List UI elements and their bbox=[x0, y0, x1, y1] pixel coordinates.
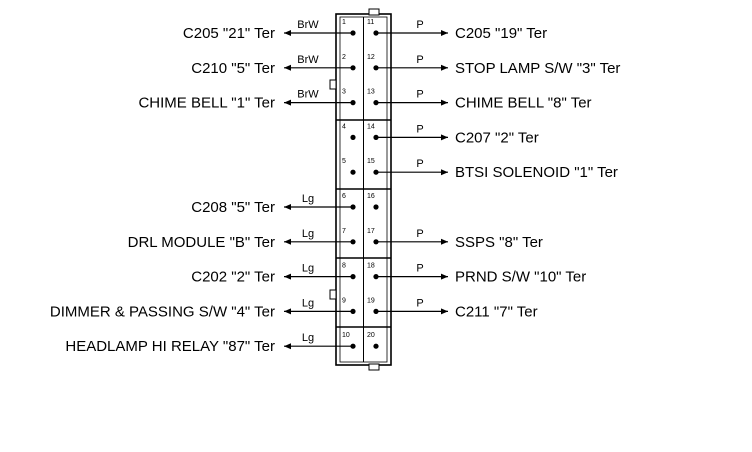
pin-number: 7 bbox=[342, 228, 346, 235]
wire-color-label: P bbox=[416, 123, 423, 135]
circuit-destination-label: SSPS "8" Ter bbox=[455, 234, 543, 251]
circuit-destination-label: BTSI SOLENOID "1" Ter bbox=[455, 164, 618, 181]
pin-number: 2 bbox=[342, 54, 346, 61]
wire-color-label: P bbox=[416, 228, 423, 240]
wire-color-label: Lg bbox=[302, 297, 314, 309]
circuit-destination-label: DRL MODULE "B" Ter bbox=[128, 234, 275, 251]
pin-number: 8 bbox=[342, 263, 346, 270]
wire-color-label: P bbox=[416, 89, 423, 101]
wire-color-label: P bbox=[416, 19, 423, 31]
circuit-destination-label: CHIME BELL "1" Ter bbox=[138, 95, 275, 112]
pin-number: 6 bbox=[342, 193, 346, 200]
circuit-destination-label: C208 "5" Ter bbox=[191, 199, 275, 216]
circuit-destination-label: HEADLAMP HI RELAY "87" Ter bbox=[65, 338, 275, 355]
terminal-post bbox=[350, 169, 356, 175]
pin-number: 20 bbox=[367, 332, 375, 339]
terminal-post bbox=[373, 343, 379, 349]
wire-color-label: BrW bbox=[297, 89, 319, 101]
pin-number: 15 bbox=[367, 158, 375, 165]
wire-color-label: Lg bbox=[302, 332, 314, 344]
circuit-destination-label: CHIME BELL "8" Ter bbox=[455, 95, 592, 112]
wire-color-label: P bbox=[416, 54, 423, 66]
circuit-destination-label: C210 "5" Ter bbox=[191, 60, 275, 77]
connector-body bbox=[329, 8, 392, 371]
pin-number: 11 bbox=[367, 19, 374, 26]
pin-number: 17 bbox=[367, 228, 375, 235]
circuit-destination-label: C211 "7" Ter bbox=[455, 303, 538, 320]
circuit-destination-label: PRND S/W "10" Ter bbox=[455, 269, 586, 286]
circuit-destination-label: C207 "2" Ter bbox=[455, 129, 539, 146]
wire-color-label: BrW bbox=[297, 19, 319, 31]
pin-number: 19 bbox=[367, 297, 375, 304]
terminal-post bbox=[373, 204, 379, 210]
wire-color-label: Lg bbox=[302, 193, 314, 205]
wire-color-label: P bbox=[416, 297, 423, 309]
circuit-destination-label: C202 "2" Ter bbox=[191, 269, 275, 286]
pin-number: 14 bbox=[367, 123, 375, 130]
wire-color-label: Lg bbox=[302, 263, 314, 275]
pin-number: 5 bbox=[342, 158, 346, 165]
circuit-destination-label: C205 "21" Ter bbox=[183, 25, 275, 42]
pin-number: 3 bbox=[342, 89, 346, 96]
wire-color-label: P bbox=[416, 263, 423, 275]
pin-number: 12 bbox=[367, 54, 375, 61]
circuit-destination-label: C205 "19" Ter bbox=[455, 25, 547, 42]
circuit-destination-label: STOP LAMP S/W "3" Ter bbox=[455, 60, 620, 77]
circuit-destination-label: DIMMER & PASSING S/W "4" Ter bbox=[50, 303, 275, 320]
pin-number: 1 bbox=[342, 19, 346, 26]
pin-number: 16 bbox=[367, 193, 375, 200]
pin-number: 9 bbox=[342, 297, 346, 304]
wire-color-label: P bbox=[416, 158, 423, 170]
terminal-post bbox=[350, 134, 356, 140]
pin-number: 18 bbox=[367, 263, 375, 270]
pin-number: 13 bbox=[367, 89, 375, 96]
wire-color-label: Lg bbox=[302, 228, 314, 240]
wire-color-label: BrW bbox=[297, 54, 319, 66]
pin-number: 10 bbox=[342, 332, 350, 339]
pin-number: 4 bbox=[342, 123, 346, 130]
